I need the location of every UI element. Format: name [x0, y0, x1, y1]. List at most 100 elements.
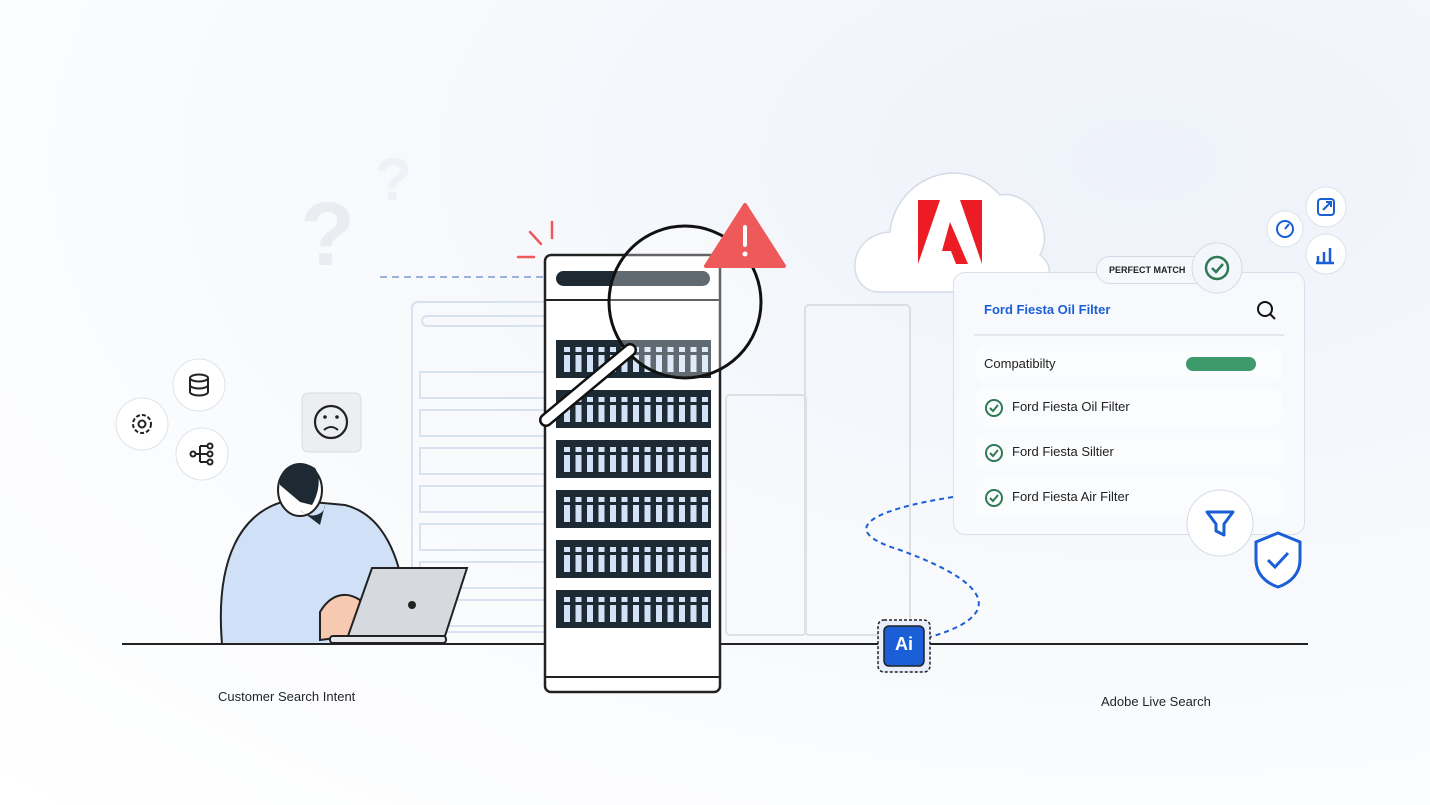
search-icon[interactable] [1255, 299, 1277, 321]
drive-led [564, 497, 570, 502]
drive-slot [621, 455, 628, 472]
drive-led [656, 597, 662, 602]
drive-slot [690, 355, 697, 372]
drive-led [587, 397, 593, 402]
drive-led [610, 347, 616, 352]
drive-led [633, 547, 639, 552]
drive-led [667, 547, 674, 552]
result-item[interactable]: Ford Fiesta Siltier [976, 433, 1282, 471]
drive-led [575, 597, 582, 602]
compatibility-label: Compatibilty [984, 356, 1056, 371]
drive-slot [598, 455, 605, 472]
drive-led [679, 547, 685, 552]
drive-slot [633, 555, 639, 572]
drive-led [587, 547, 593, 552]
drive-led [587, 447, 593, 452]
background-rack-row [419, 523, 551, 551]
drive-led [702, 447, 708, 452]
drive-slot [702, 405, 708, 422]
drive-slot [598, 505, 605, 522]
drive-led [587, 597, 593, 602]
filter-icon[interactable] [1186, 489, 1254, 557]
question-mark-icon: ? [375, 146, 412, 213]
drive-slot [702, 455, 708, 472]
drive-slot [656, 355, 662, 372]
drive-slot [644, 455, 651, 472]
drive-led [610, 547, 616, 552]
compatibility-bar [1186, 357, 1256, 371]
drive-led [633, 597, 639, 602]
check-circle-icon [985, 399, 1003, 417]
drive-led [587, 347, 593, 352]
drive-slot [575, 405, 582, 422]
drive-led [667, 347, 674, 352]
drive-slot [679, 605, 685, 622]
drive-slot [587, 405, 593, 422]
drive-led [679, 397, 685, 402]
question-mark-icon: ? [300, 185, 355, 285]
drive-led [667, 497, 674, 502]
drive-slot [690, 555, 697, 572]
drive-led [656, 397, 662, 402]
drive-slot [656, 455, 662, 472]
drive-led [633, 447, 639, 452]
drive-led [610, 447, 616, 452]
drive-led [598, 447, 605, 452]
shield-check-icon [1254, 531, 1302, 589]
sad-face-icon [301, 392, 362, 453]
share-nodes-icon [175, 427, 229, 481]
drive-slot [575, 355, 582, 372]
drive-slot [621, 405, 628, 422]
drive-slot [644, 605, 651, 622]
drive-slot [610, 605, 616, 622]
drive-led [633, 397, 639, 402]
compatibility-row: Compatibilty [976, 345, 1282, 383]
drive-led [575, 497, 582, 502]
background-rack-row [419, 409, 551, 437]
drive-slot [679, 455, 685, 472]
drive-slot [702, 355, 708, 372]
drive-slot [644, 505, 651, 522]
drive-led [667, 397, 674, 402]
search-results-card: Ford Fiesta Oil Filter Compatibilty Ford… [953, 272, 1305, 535]
gauge-icon [1266, 210, 1304, 248]
search-query: Ford Fiesta Oil Filter [984, 302, 1111, 317]
drive-led [679, 447, 685, 452]
drive-slot [621, 555, 628, 572]
drive-led [656, 547, 662, 552]
background-rack-row [419, 485, 551, 513]
drive-led [667, 597, 674, 602]
drive-led [690, 347, 697, 352]
drive-led [644, 347, 651, 352]
check-circle-icon [985, 489, 1003, 507]
external-link-icon [1305, 186, 1347, 228]
divider [974, 334, 1284, 336]
drive-slot [587, 505, 593, 522]
drive-led [610, 497, 616, 502]
drive-led [598, 547, 605, 552]
drive-slot [667, 555, 674, 572]
check-circle-icon [985, 444, 1003, 462]
drive-slot [575, 505, 582, 522]
drive-led [644, 597, 651, 602]
drive-led [679, 597, 685, 602]
drive-slot [679, 555, 685, 572]
result-label: Ford Fiesta Air Filter [1012, 489, 1130, 504]
drive-slot [667, 605, 674, 622]
drive-led [679, 497, 685, 502]
drive-led [598, 597, 605, 602]
result-item[interactable]: Ford Fiesta Oil Filter [976, 388, 1282, 426]
drive-slot [644, 405, 651, 422]
drive-led [667, 447, 674, 452]
drive-slot [610, 405, 616, 422]
drive-led [656, 447, 662, 452]
drive-slot [667, 355, 674, 372]
drive-slot [610, 455, 616, 472]
database-icon [172, 358, 226, 412]
drive-slot [564, 355, 570, 372]
drive-slot [564, 505, 570, 522]
drive-led [598, 397, 605, 402]
ai-chip-label: Ai [895, 634, 913, 654]
background-rack-right [725, 304, 911, 636]
customer-search-intent-label: Customer Search Intent [218, 689, 356, 704]
